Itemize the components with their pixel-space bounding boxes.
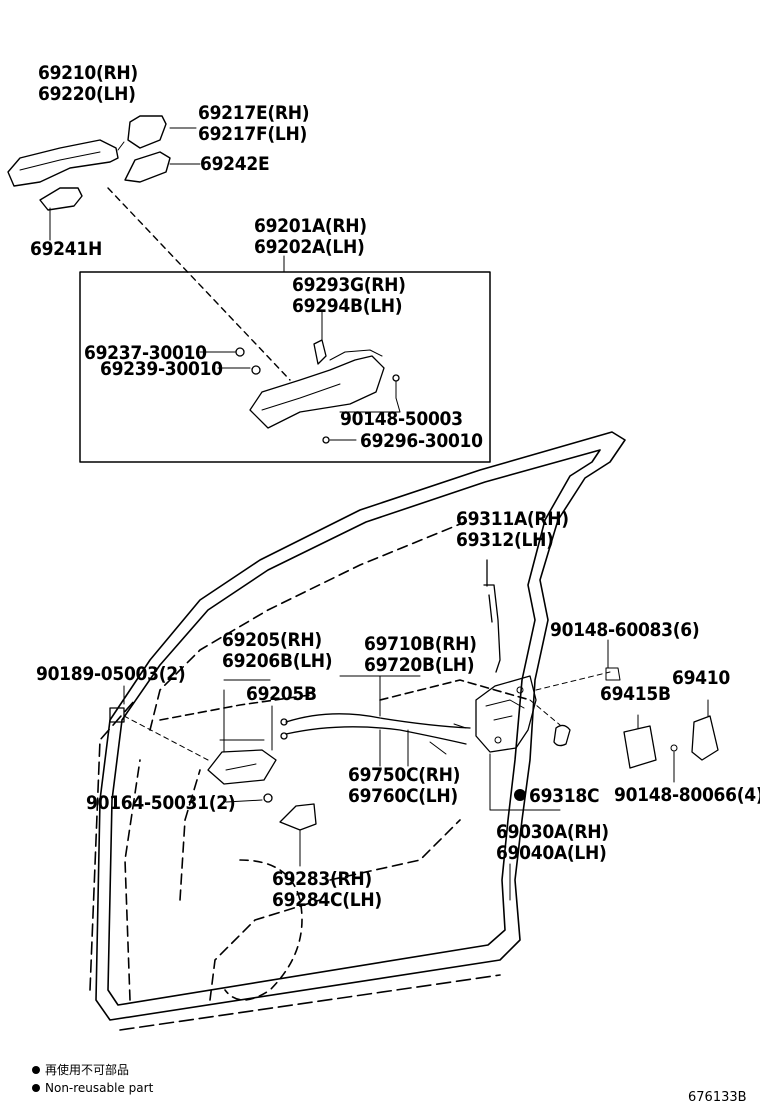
part-label-69210: 69210(RH) 69220(LH)	[38, 63, 138, 105]
part-label-69217: 69217E(RH) 69217F(LH)	[198, 102, 310, 145]
door-frame	[89, 431, 626, 1031]
part-label-69205: 69205(RH) 69206B(LH)	[222, 629, 333, 672]
striker	[623, 699, 719, 783]
part-label-69201: 69201A(RH) 69202A(LH)	[254, 215, 367, 258]
handle-frame	[199, 311, 401, 444]
part-label-90148-50003: 90148-50003	[340, 408, 463, 430]
lock-rod	[483, 559, 501, 673]
part-number-rh: 69210(RH)	[38, 62, 138, 84]
handle-cover	[279, 803, 317, 867]
inside-handle	[109, 679, 277, 803]
part-label-69239: 69239-30010	[100, 358, 223, 380]
part-number-lh: 69220(LH)	[38, 83, 136, 105]
part-label-90164: 90164-50031(2)	[86, 792, 236, 814]
part-number-lh: 69217F(LH)	[198, 123, 307, 145]
frame-assembly-box	[79, 271, 491, 463]
non-reusable-dot-icon	[32, 1066, 40, 1074]
part-number-rh: 69217E(RH)	[198, 102, 310, 124]
part-label-69242e: 69242E	[200, 153, 270, 175]
figure-id: 676133B	[688, 1090, 747, 1105]
part-label-69710: 69710B(RH) 69720B(LH)	[364, 633, 477, 676]
part-label-69293: 69293G(RH) 69294B(LH)	[292, 274, 406, 317]
part-label-69410: 69410	[672, 667, 730, 689]
door-lock	[475, 639, 621, 811]
non-reusable-dot-icon	[32, 1084, 40, 1092]
part-label-69237: 69237-30010	[84, 342, 207, 364]
part-label-69030: 69030A(RH) 69040A(LH)	[496, 821, 609, 864]
part-label-90189: 90189-05003(2)	[36, 663, 186, 685]
part-label-69750: 69750C(RH) 69760C(LH)	[348, 764, 461, 807]
part-label-69318c: 69318C	[514, 786, 600, 807]
legend-note-zh: 再使用不可部品	[32, 1062, 129, 1078]
outer-handle-group	[7, 115, 291, 381]
part-label-90148-80066: 90148-80066(4)	[614, 784, 760, 806]
part-label-69283: 69283(RH) 69284C(LH)	[272, 868, 382, 911]
legend-note-en: Non-reusable part	[32, 1080, 153, 1096]
part-label-69296: 69296-30010	[360, 430, 483, 452]
part-label-90148-60083: 90148-60083(6)	[550, 619, 700, 641]
part-label-69205b: 69205B	[246, 683, 317, 705]
lock-cables	[280, 675, 471, 767]
non-reusable-dot-icon	[514, 789, 526, 801]
part-label-69241h: 69241H	[30, 238, 102, 260]
part-label-69311: 69311A(RH) 69312(LH)	[456, 508, 569, 551]
part-label-69415b: 69415B	[600, 683, 671, 705]
